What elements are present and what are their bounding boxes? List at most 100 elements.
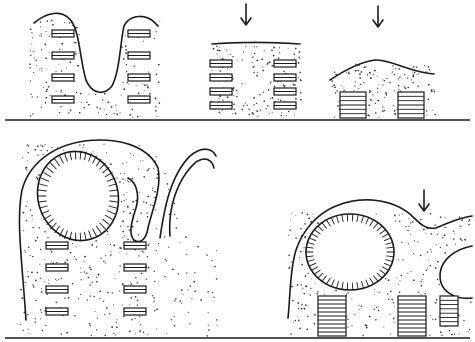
stipple-dot [51, 251, 53, 253]
stipple-dot [75, 53, 77, 55]
stipple-dot [369, 316, 371, 318]
stipple-dot [399, 77, 400, 78]
stipple-dot [413, 279, 415, 281]
stipple-dot [463, 320, 464, 321]
stipple-dot [236, 96, 237, 97]
stipple-dot [46, 31, 47, 32]
hatch-stroke [100, 223, 106, 229]
stipple-dot [120, 173, 121, 174]
stipple-dot [115, 105, 116, 106]
overhang-right-surface [160, 149, 216, 238]
stipple-dot [374, 70, 376, 72]
stipple-dot [378, 310, 379, 311]
stipple-dot [186, 272, 187, 273]
stipple-dot [394, 110, 396, 112]
stipple-dot [241, 109, 243, 111]
stipple-dot [99, 298, 100, 299]
stipple-dot [51, 261, 52, 262]
stipple-dot [256, 60, 258, 62]
stipple-dot [383, 110, 385, 112]
stipple-dot [427, 228, 429, 230]
stipple-dot [146, 84, 147, 85]
stipple-dot [56, 301, 57, 302]
stipple-dot [74, 256, 75, 257]
stipple-dot [23, 312, 25, 314]
stipple-dot [359, 309, 360, 310]
stipple-dot [410, 222, 411, 223]
hatch-stroke [89, 231, 92, 239]
stipple-dot [35, 300, 36, 301]
hatch-stroke [306, 247, 313, 248]
stipple-dot [354, 314, 355, 315]
stipple-dot [401, 275, 403, 277]
stipple-dot [189, 323, 190, 324]
stipple-dot [37, 96, 38, 97]
stipple-dot [45, 102, 47, 104]
stipple-dot [43, 154, 44, 155]
stipple-dot [89, 284, 90, 285]
stipple-dot [122, 220, 124, 222]
stipple-dot [25, 252, 26, 253]
stipple-dot [156, 74, 157, 75]
stipple-dot [155, 209, 156, 210]
stipple-dot [386, 95, 387, 96]
stipple-dot [136, 85, 137, 86]
stipple-dot [98, 112, 99, 113]
hatch-stroke [361, 216, 363, 223]
stipple-dot [263, 92, 264, 93]
stipple-dot [324, 294, 325, 295]
stipple-dot [41, 33, 42, 34]
stipple-dot [261, 58, 263, 60]
stipple-dot [444, 227, 445, 228]
stipple-dot [295, 48, 297, 50]
stipple-dot [103, 301, 104, 302]
stipple-dot [154, 281, 155, 282]
hatch-stroke [374, 223, 378, 228]
stipple-dot [30, 255, 31, 256]
stipple-dot [86, 102, 87, 103]
stipple-dot [222, 99, 223, 100]
stipple-dot [42, 68, 43, 69]
stipple-dot [305, 286, 307, 288]
stipple-dot [226, 50, 227, 51]
stipple-dot [461, 219, 463, 221]
stipple-dot [143, 332, 145, 334]
stipple-dot [401, 242, 402, 243]
stipple-dot [346, 72, 347, 73]
stipple-dot [89, 323, 90, 324]
stipple-dot [60, 90, 61, 91]
stipple-dot [133, 155, 134, 156]
stipple-dot [383, 326, 384, 327]
stipple-dot [453, 238, 455, 240]
stipple-dot [269, 113, 270, 114]
stipple-dot [375, 103, 376, 104]
stipple-dot [187, 289, 188, 290]
stipple-dot [96, 281, 98, 283]
stipple-dot [79, 34, 80, 35]
stipple-dot [335, 290, 337, 292]
stipple-dot [300, 251, 302, 253]
stipple-dot [416, 66, 418, 68]
stipple-dot [301, 235, 303, 237]
stipple-dot [188, 312, 189, 313]
stipple-dot [94, 311, 95, 312]
stipple-dot [159, 21, 160, 22]
stipple-dot [110, 163, 112, 165]
stipple-dot [438, 317, 439, 318]
stipple-dot [155, 97, 157, 99]
stipple-dot [396, 109, 397, 110]
stipple-dot [168, 247, 169, 248]
stipple-dot [127, 180, 128, 181]
stipple-dot [421, 294, 422, 295]
stipple-dot [126, 64, 127, 65]
stipple-dot [288, 48, 289, 49]
stipple-dot [394, 114, 395, 115]
stipple-dot [78, 298, 79, 299]
stipple-dot [167, 183, 169, 185]
stipple-dot [430, 213, 432, 215]
hatch-stroke [352, 283, 353, 290]
stipple-dot [385, 92, 387, 94]
stipple-dot [93, 296, 95, 298]
stipple-dot [39, 35, 40, 36]
stipple-dot [108, 102, 110, 104]
